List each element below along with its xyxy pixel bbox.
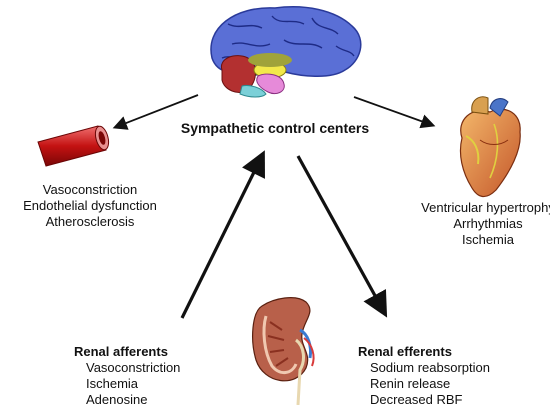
renal-afferents-heading: Renal afferents (74, 344, 168, 359)
arrow-center-to-heart (353, 96, 436, 129)
arrow-center-to-efferent (296, 155, 388, 318)
arrow-afferent-to-center (180, 150, 265, 319)
renal-efferent-1: Sodium reabsorption (370, 360, 490, 375)
heart-effect-1: Ventricular hypertrophy (421, 200, 550, 215)
renal-efferents: Renal efferents Sodium reabsorption Reni… (358, 344, 490, 408)
kidney-icon (252, 297, 315, 405)
center-label: Sympathetic control centers (180, 120, 370, 136)
heart-effects: Ventricular hypertrophy Arrhythmias Isch… (398, 200, 550, 248)
renal-efferent-2: Renin release (370, 376, 451, 391)
brain-icon (210, 6, 362, 98)
arrow-center-to-vessel (112, 94, 199, 130)
blood-vessel-icon (37, 125, 110, 167)
renal-efferents-heading: Renal efferents (358, 344, 452, 359)
vessel-effect-2: Endothelial dysfunction (23, 198, 157, 213)
renal-afferent-1: Vasoconstriction (86, 360, 181, 375)
heart-icon (459, 96, 521, 198)
heart-effect-2: Arrhythmias (453, 216, 523, 231)
renal-efferent-3: Decreased RBF (370, 392, 463, 407)
vessel-effect-1: Vasoconstriction (42, 182, 138, 197)
renal-afferent-2: Ischemia (86, 376, 139, 391)
renal-afferents: Renal afferents Vasoconstriction Ischemi… (74, 344, 180, 408)
heart-effect-3: Ischemia (461, 232, 515, 247)
vessel-effect-3: Atherosclerosis (45, 214, 135, 229)
renal-afferent-3: Adenosine (86, 392, 148, 407)
vessel-effects: Vasoconstriction Endothelial dysfunction… (5, 182, 175, 230)
